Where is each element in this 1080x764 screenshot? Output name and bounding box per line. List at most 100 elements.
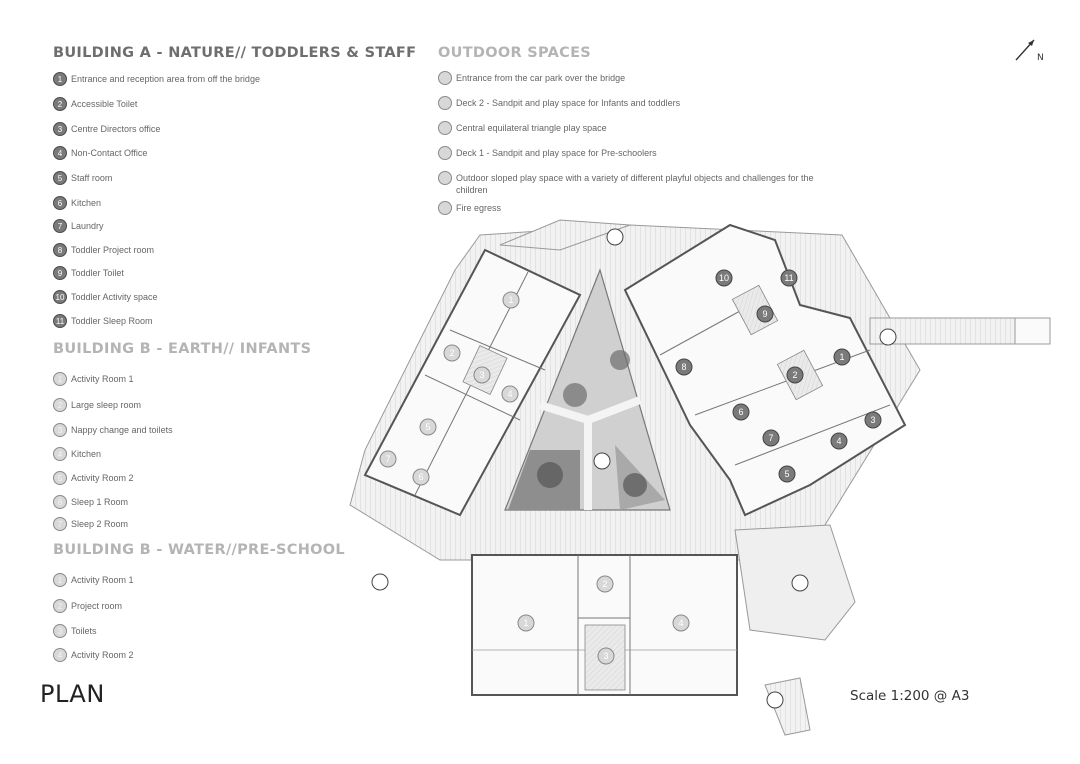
legend-item: 5 Activity Room 2 [53, 471, 134, 485]
room-badge: 4 [501, 385, 519, 403]
legend-label: Large sleep room [71, 400, 142, 410]
svg-text:3: 3 [603, 651, 608, 661]
number-badge [438, 121, 452, 135]
tree [537, 462, 563, 488]
legend-item: 7 Laundry [53, 219, 104, 233]
legend-label: Fire egress [456, 203, 502, 213]
outdoor-spaces-heading: OUTDOOR SPACES [438, 45, 592, 61]
svg-text:2: 2 [792, 370, 797, 380]
room-badge: 2 [786, 366, 804, 384]
room-badge: 8 [675, 358, 693, 376]
floor-plan: 1 2 3 4 5 6 7 8 9 10 11 1 2 3 4 5 6 7 1 … [349, 219, 1051, 736]
room-badge: 4 [672, 614, 690, 632]
legend-label: Nappy change and toilets [71, 425, 173, 435]
tree [563, 383, 587, 407]
legend-label: Activity Room 2 [71, 473, 134, 483]
legend-label: Toddler Activity space [71, 292, 158, 302]
svg-text:2: 2 [602, 579, 607, 589]
number-badge: 4 [53, 447, 67, 461]
legend-label: Entrance and reception area from off the… [71, 74, 260, 84]
svg-text:9: 9 [762, 309, 767, 319]
legend-label: Activity Room 1 [71, 575, 134, 585]
number-badge: 7 [53, 219, 67, 233]
legend-label: Toddler Project room [71, 245, 155, 255]
svg-text:3: 3 [870, 415, 875, 425]
number-badge: 4 [53, 648, 67, 662]
plan-title: PLAN [40, 680, 105, 708]
svg-text:3: 3 [479, 370, 484, 380]
legend-label: Toilets [71, 626, 97, 636]
legend-label: Entrance from the car park over the brid… [456, 73, 626, 83]
north-label: N [1037, 53, 1044, 63]
number-badge [438, 146, 452, 160]
svg-text:8: 8 [681, 362, 686, 372]
room-badge: 7 [379, 450, 397, 468]
room-badge: 3 [473, 366, 491, 384]
north-arrow-head [1028, 40, 1034, 46]
room-badge: 5 [419, 418, 437, 436]
outdoor-marker [766, 691, 784, 709]
north-arrow: N [1012, 38, 1044, 68]
number-badge: 3 [53, 122, 67, 136]
outdoor-marker [879, 328, 897, 346]
legend-label: Activity Room 1 [71, 374, 134, 384]
number-badge: 10 [53, 290, 67, 304]
svg-text:4: 4 [678, 618, 683, 628]
svg-text:11: 11 [784, 273, 793, 283]
legend-item: Central equilateral triangle play space [438, 121, 607, 135]
room-badge: 4 [830, 432, 848, 450]
number-badge: 1 [53, 72, 67, 86]
legend-item: 4 Activity Room 2 [53, 648, 134, 662]
svg-text:1: 1 [523, 618, 528, 628]
svg-text:4: 4 [836, 436, 841, 446]
legend-label: Deck 1 - Sandpit and play space for Pre-… [456, 148, 657, 158]
courtyard-path [538, 401, 590, 424]
legend-item: 3 Toilets [53, 624, 97, 638]
legend-item: Entrance from the car park over the brid… [438, 71, 625, 85]
number-badge: 9 [53, 266, 67, 280]
legend-item: Outdoor sloped play space with a variety… [438, 171, 828, 196]
legend-label: Kitchen [71, 198, 102, 208]
outdoor-marker [791, 574, 809, 592]
number-badge: 3 [53, 624, 67, 638]
bridge-top [499, 219, 631, 251]
legend-label: Activity Room 2 [71, 650, 134, 660]
legend-item: 10 Toddler Activity space [53, 290, 158, 304]
legend-item: Deck 1 - Sandpit and play space for Pre-… [438, 146, 657, 160]
building-b-earth-heading: BUILDING B - EARTH// INFANTS [53, 341, 312, 357]
legend-item: Deck 2 - Sandpit and play space for Infa… [438, 96, 680, 110]
svg-text:5: 5 [425, 422, 430, 432]
number-badge: 2 [53, 97, 67, 111]
legend-label: Non-Contact Office [71, 148, 148, 158]
outdoor-marker [606, 228, 624, 246]
room-badge: 6 [732, 403, 750, 421]
legend-label: Toddler Sleep Room [71, 316, 153, 326]
legend-label: Project room [71, 601, 123, 611]
room-badge: 3 [597, 647, 615, 665]
legend-label: Laundry [71, 221, 104, 231]
number-badge [438, 171, 452, 185]
wall [449, 329, 546, 371]
number-badge: 4 [53, 146, 67, 160]
legend-item: 4 Non-Contact Office [53, 146, 147, 160]
room-badge: 3 [864, 411, 882, 429]
number-badge: 5 [53, 471, 67, 485]
room-badge: 1 [502, 291, 520, 309]
legend-label: Central equilateral triangle play space [456, 123, 607, 133]
svg-text:10: 10 [719, 273, 729, 283]
svg-text:5: 5 [784, 469, 789, 479]
number-badge: 5 [53, 171, 67, 185]
legend-label: Kitchen [71, 449, 102, 459]
legend-item: 3 Centre Directors office [53, 122, 160, 136]
building-a-heading: BUILDING A - NATURE// TODDLERS & STAFF [53, 45, 417, 61]
room-badge: 2 [596, 575, 614, 593]
svg-text:6: 6 [418, 472, 423, 482]
number-badge: 1 [53, 573, 67, 587]
scale-label: Scale 1:200 @ A3 [850, 688, 970, 704]
legend-label: Centre Directors office [71, 124, 161, 134]
